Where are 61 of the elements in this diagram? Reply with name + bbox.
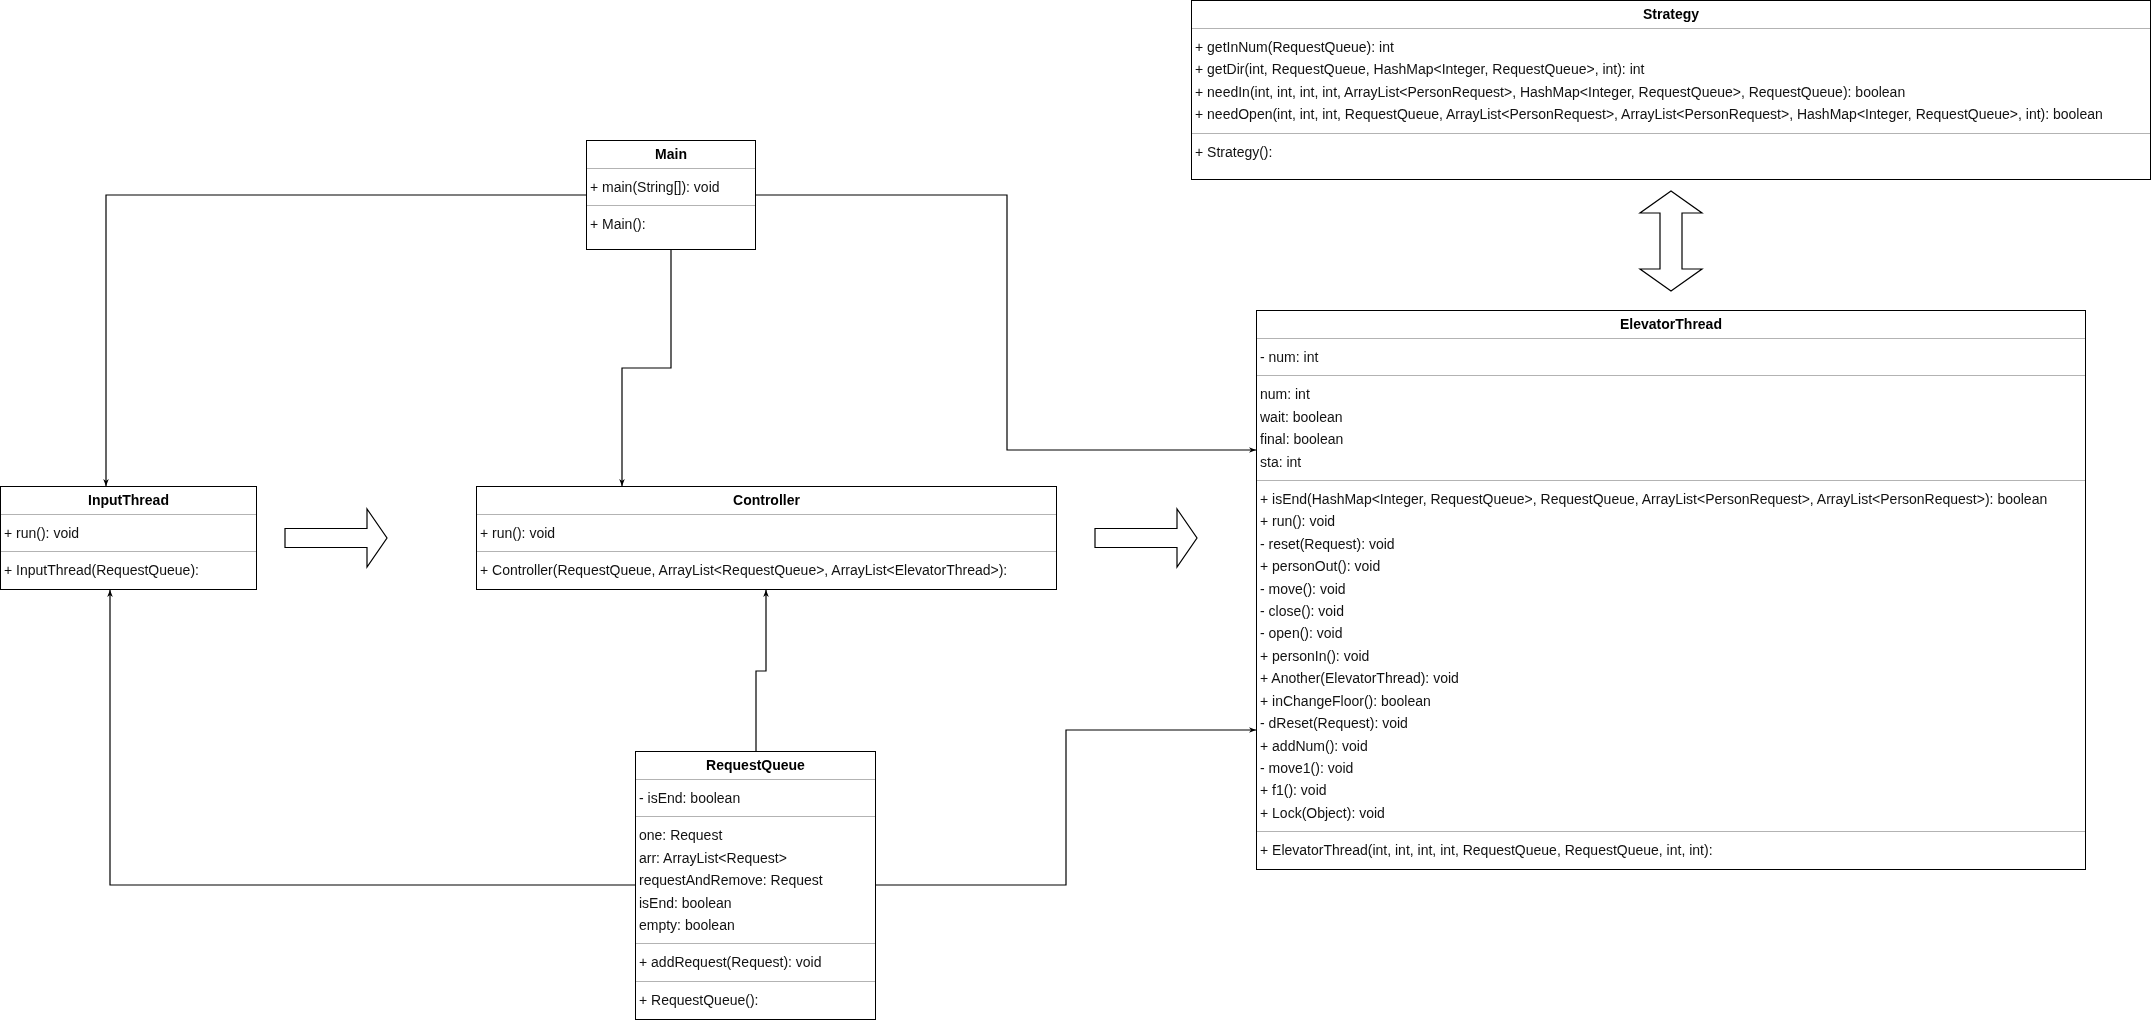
class-member: sta: int — [1260, 452, 1302, 472]
class-box — [1256, 310, 2086, 870]
class-name: InputThread — [87, 491, 170, 510]
class-name: Main — [654, 145, 688, 164]
arrow — [619, 249, 672, 487]
class-member: + addNum(): void — [1260, 736, 1368, 756]
class-member: + inChangeFloor(): boolean — [1260, 691, 1431, 711]
class-member: + f1(): void — [1260, 781, 1327, 801]
class-member: + InputThread(RequestQueue): — [4, 561, 199, 581]
class-member: + getDir(int, RequestQueue, HashMap<Integer, RequestQueue>, int): int — [1195, 60, 1645, 80]
class-member: + run(): void — [4, 524, 80, 543]
class-member: + Controller(RequestQueue, ArrayList<RequestQueue>, ArrayList<ElevatorThread>): — [480, 561, 1008, 581]
block-arrow — [1094, 507, 1198, 569]
class-member: - move1(): void — [1260, 758, 1354, 778]
class-member: - dReset(Request): void — [1260, 714, 1408, 734]
class-box — [586, 140, 756, 250]
class-member: one: Request — [639, 826, 723, 846]
class-member: num: int — [1260, 385, 1310, 405]
class-member: - open(): void — [1260, 624, 1343, 644]
class-member: + Lock(Object): void — [1260, 803, 1385, 823]
class-member: + addRequest(Request): void — [639, 953, 822, 973]
class-member: arr: ArrayList<Request> — [639, 848, 787, 868]
class-box — [476, 486, 1057, 590]
class-member: + main(String[]): void — [590, 178, 720, 197]
arrow — [103, 194, 587, 487]
class-member: - isEnd: boolean — [639, 789, 741, 808]
class-name: Controller — [732, 491, 801, 510]
class-member: + Main(): — [590, 215, 646, 235]
class-member: empty: boolean — [639, 916, 735, 936]
class-member: + needOpen(int, int, int, RequestQueue, ArrayList<PersonRequest>, ArrayList<PersonRequest>, HashMap<Integer, RequestQueue>, int): boolean — [1195, 105, 2103, 125]
class-member: + isEnd(HashMap<Integer, RequestQueue>, RequestQueue, ArrayList<PersonRequest>, ArrayList<PersonRequest>): boolean — [1260, 490, 2048, 510]
class-name: RequestQueue — [705, 756, 806, 775]
class-box — [0, 486, 257, 590]
class-member: + run(): void — [480, 524, 556, 543]
class-member: + Another(ElevatorThread): void — [1260, 669, 1459, 689]
double-block-arrow — [1638, 190, 1704, 292]
class-box — [1191, 0, 2151, 180]
class-member: + ElevatorThread(int, int, int, int, RequestQueue, RequestQueue, int, int): — [1260, 841, 1713, 861]
class-member: requestAndRemove: Request — [639, 871, 823, 891]
block-arrow — [284, 507, 388, 569]
class-member: - close(): void — [1260, 602, 1345, 622]
class-member: isEnd: boolean — [639, 893, 732, 913]
class-name: Strategy — [1642, 5, 1700, 24]
class-box — [635, 751, 876, 1020]
arrow — [875, 727, 1257, 886]
class-member: + RequestQueue(): — [639, 990, 759, 1010]
class-member: + needIn(int, int, int, int, ArrayList<PersonRequest>, HashMap<Integer, RequestQueue>, RequestQueue): boolean — [1195, 82, 1906, 102]
class-member: + Strategy(): — [1195, 142, 1273, 162]
class-member: + personOut(): void — [1260, 557, 1381, 577]
arrow — [755, 194, 1257, 453]
class-member: - move(): void — [1260, 579, 1346, 599]
class-name: ElevatorThread — [1619, 315, 1723, 334]
arrow — [755, 589, 769, 752]
arrow — [107, 589, 636, 886]
class-member: + run(): void — [1260, 512, 1336, 532]
class-member: + personIn(): void — [1260, 646, 1370, 666]
class-member: - reset(Request): void — [1260, 534, 1395, 554]
class-member: - num: int — [1260, 348, 1319, 367]
class-member: + getInNum(RequestQueue): int — [1195, 38, 1394, 57]
class-member: wait: boolean — [1260, 407, 1343, 427]
class-member: final: boolean — [1260, 430, 1344, 450]
